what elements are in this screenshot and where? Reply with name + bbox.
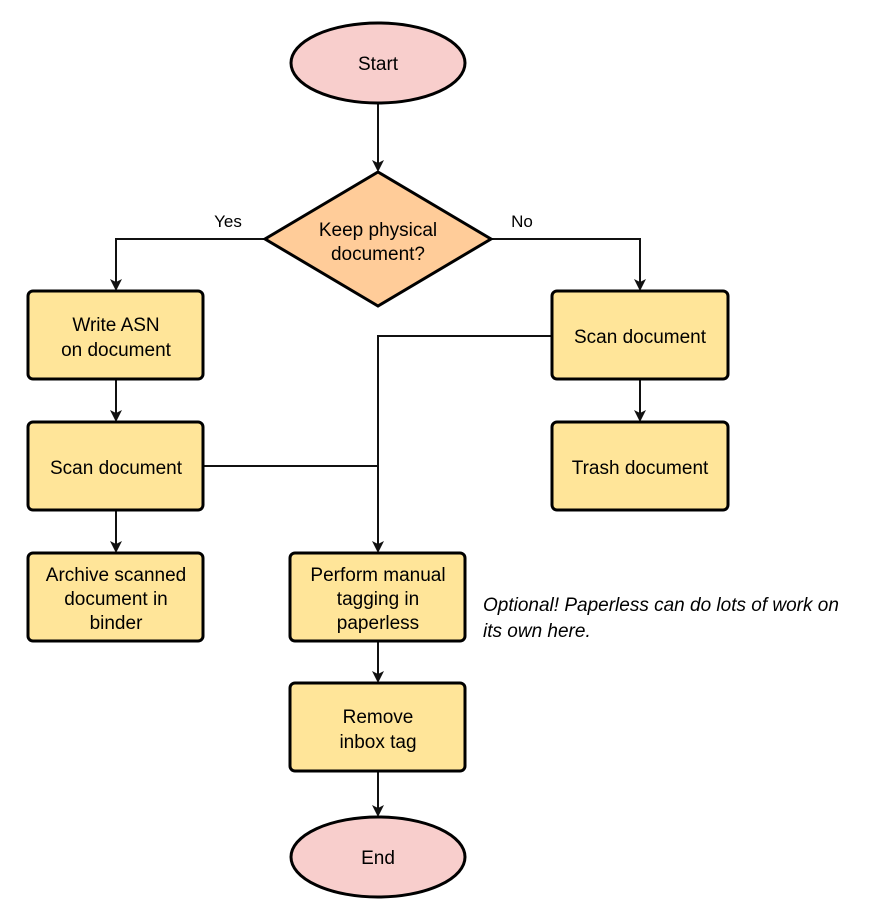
svg-text:Start: Start [358, 54, 399, 75]
scan-document-right-node: Scan document [550, 289, 730, 381]
svg-text:binder: binder [90, 613, 143, 634]
svg-text:Remove: Remove [343, 707, 414, 728]
svg-text:Archive scanned: Archive scanned [46, 565, 186, 586]
edge-scanright-manual [372, 335, 552, 553]
scan-document-left-node: Scan document [26, 420, 205, 512]
edge-label-no: No [511, 212, 533, 231]
optional-note: Optional! Paperless can do lots of work … [483, 595, 839, 642]
end-node: End [289, 815, 467, 899]
svg-text:Optional! Paperless can do lot: Optional! Paperless can do lots of work … [483, 595, 839, 616]
start-node: Start [289, 21, 467, 105]
trash-document-node: Trash document [550, 420, 730, 512]
svg-text:tagging in: tagging in [337, 589, 419, 610]
svg-text:Write ASN: Write ASN [72, 315, 159, 336]
svg-text:End: End [361, 848, 395, 869]
svg-text:Perform manual: Perform manual [310, 565, 445, 586]
svg-text:Keep physical: Keep physical [319, 220, 437, 241]
edge-no [491, 238, 646, 291]
svg-text:on document: on document [61, 340, 172, 361]
svg-text:paperless: paperless [337, 613, 419, 634]
svg-text:inbox tag: inbox tag [339, 732, 416, 753]
archive-node: Archive scanned document in binder [26, 551, 205, 643]
edge-yes [110, 238, 265, 291]
write-asn-node: Write ASN on document [26, 289, 205, 381]
edge-label-yes: Yes [214, 212, 242, 231]
svg-text:document?: document? [331, 244, 425, 265]
svg-text:Scan document: Scan document [50, 458, 183, 479]
svg-text:Trash document: Trash document [572, 458, 709, 479]
svg-text:document in: document in [64, 589, 168, 610]
svg-text:its own here.: its own here. [483, 621, 591, 642]
decision-node: Keep physical document? [262, 170, 494, 308]
remove-inbox-tag-node: Remove inbox tag [288, 681, 467, 773]
svg-text:Scan document: Scan document [574, 327, 707, 348]
manual-tagging-node: Perform manual tagging in paperless [288, 551, 467, 643]
